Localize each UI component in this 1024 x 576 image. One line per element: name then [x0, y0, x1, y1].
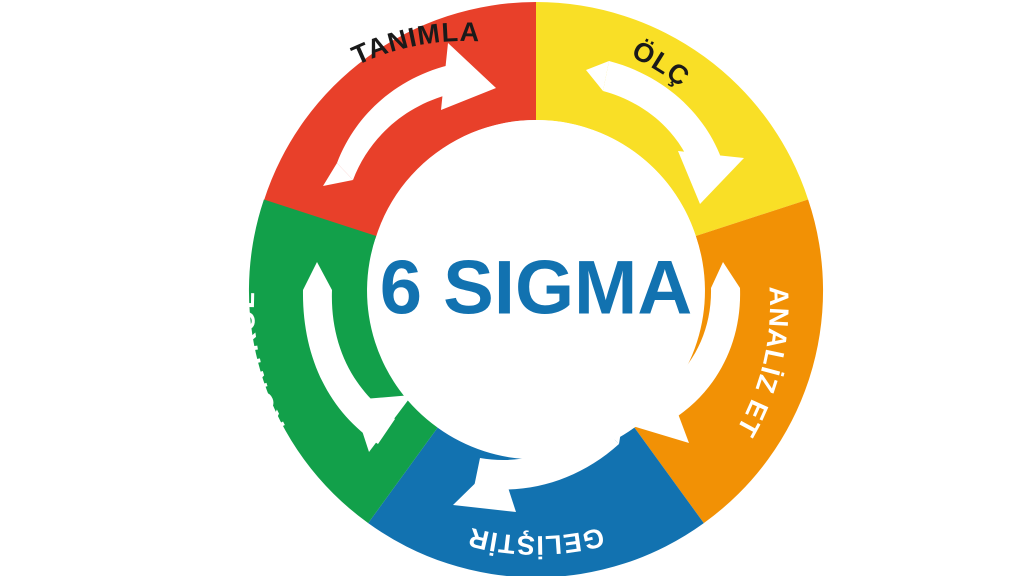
segment-gelistir-arc[interactable] [368, 427, 704, 576]
olc-arrow-icon [586, 61, 744, 204]
segment-olc[interactable]: ÖLÇ [536, 1, 809, 237]
tanimla-arrow-icon [323, 43, 496, 186]
segment-kontrol[interactable]: KONTROL [230, 199, 438, 524]
segment-analiz-et[interactable]: ANALİZ ET [629, 199, 824, 524]
analiz-arrow-icon [629, 262, 741, 443]
kontrol-arrow-icon [302, 262, 412, 452]
center-title: 6 SIGMA [380, 246, 693, 331]
inner-circle [368, 120, 704, 456]
segment-analiz-et-arc[interactable] [634, 199, 824, 524]
ring-segments: TANIMLA ÖLÇ [230, 1, 824, 576]
segment-gelistir[interactable]: GELİŞTİR [368, 412, 704, 576]
segment-tanimla[interactable]: TANIMLA [263, 2, 536, 239]
